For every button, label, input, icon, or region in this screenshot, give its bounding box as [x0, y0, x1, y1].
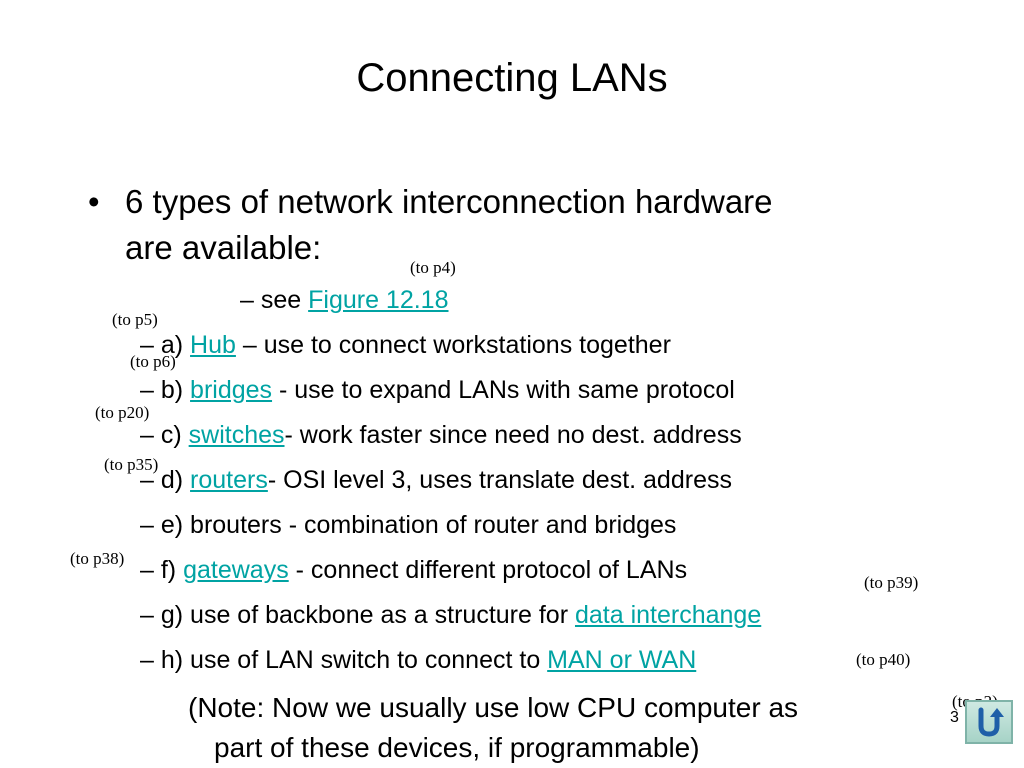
ref-to-p38[interactable]: (to p38) — [70, 549, 125, 568]
ref-to-p35[interactable]: (to p35) — [104, 455, 159, 474]
note-line-2: part of these devices, if programmable) — [214, 732, 700, 763]
man-or-wan-link[interactable]: MAN or WAN — [547, 646, 697, 674]
return-arrow-icon — [978, 707, 1004, 737]
bullet-line-1: 6 types of network interconnection hardw… — [125, 183, 773, 220]
item-e: – e) brouters - combination of router an… — [140, 511, 677, 539]
ref-to-p39[interactable]: (to p39) — [864, 573, 919, 592]
item-g: – g) use of backbone as a structure for … — [140, 601, 762, 629]
ref-to-p40[interactable]: (to p40) — [856, 650, 911, 669]
bullet-symbol: • — [88, 183, 100, 220]
hub-link[interactable]: Hub — [190, 331, 236, 359]
ref-to-p20[interactable]: (to p20) — [95, 403, 150, 422]
figure-12-18-link[interactable]: Figure 12.18 — [308, 286, 449, 314]
note-line-1: (Note: Now we usually use low CPU comput… — [188, 692, 799, 723]
item-d: – d) routers- OSI level 3, uses translat… — [140, 466, 732, 494]
see-figure-item: – see Figure 12.18 — [240, 286, 449, 314]
item-a: – a) Hub – use to connect workstations t… — [140, 331, 671, 359]
item-f: – f) gateways - connect different protoc… — [140, 556, 688, 584]
ref-to-p5[interactable]: (to p5) — [112, 310, 158, 329]
slide-number: 3 — [950, 709, 959, 726]
return-button[interactable] — [965, 700, 1013, 744]
slide-title: Connecting LANs — [356, 56, 668, 100]
data-interchange-link[interactable]: data interchange — [574, 601, 762, 629]
bridges-link[interactable]: bridges — [190, 376, 273, 404]
item-h: – h) use of LAN switch to connect to MAN… — [140, 646, 697, 674]
switches-link[interactable]: switches — [188, 421, 285, 449]
gateways-link[interactable]: gateways — [183, 556, 289, 584]
ref-to-p6[interactable]: (to p6) — [130, 352, 176, 371]
item-c: – c) switches- work faster since need no… — [140, 421, 742, 449]
bullet-line-2: are available: — [125, 229, 322, 266]
item-b: – b) bridges - use to expand LANs with s… — [140, 376, 735, 404]
routers-link[interactable]: routers — [190, 466, 268, 494]
ref-to-p4[interactable]: (to p4) — [410, 258, 456, 277]
